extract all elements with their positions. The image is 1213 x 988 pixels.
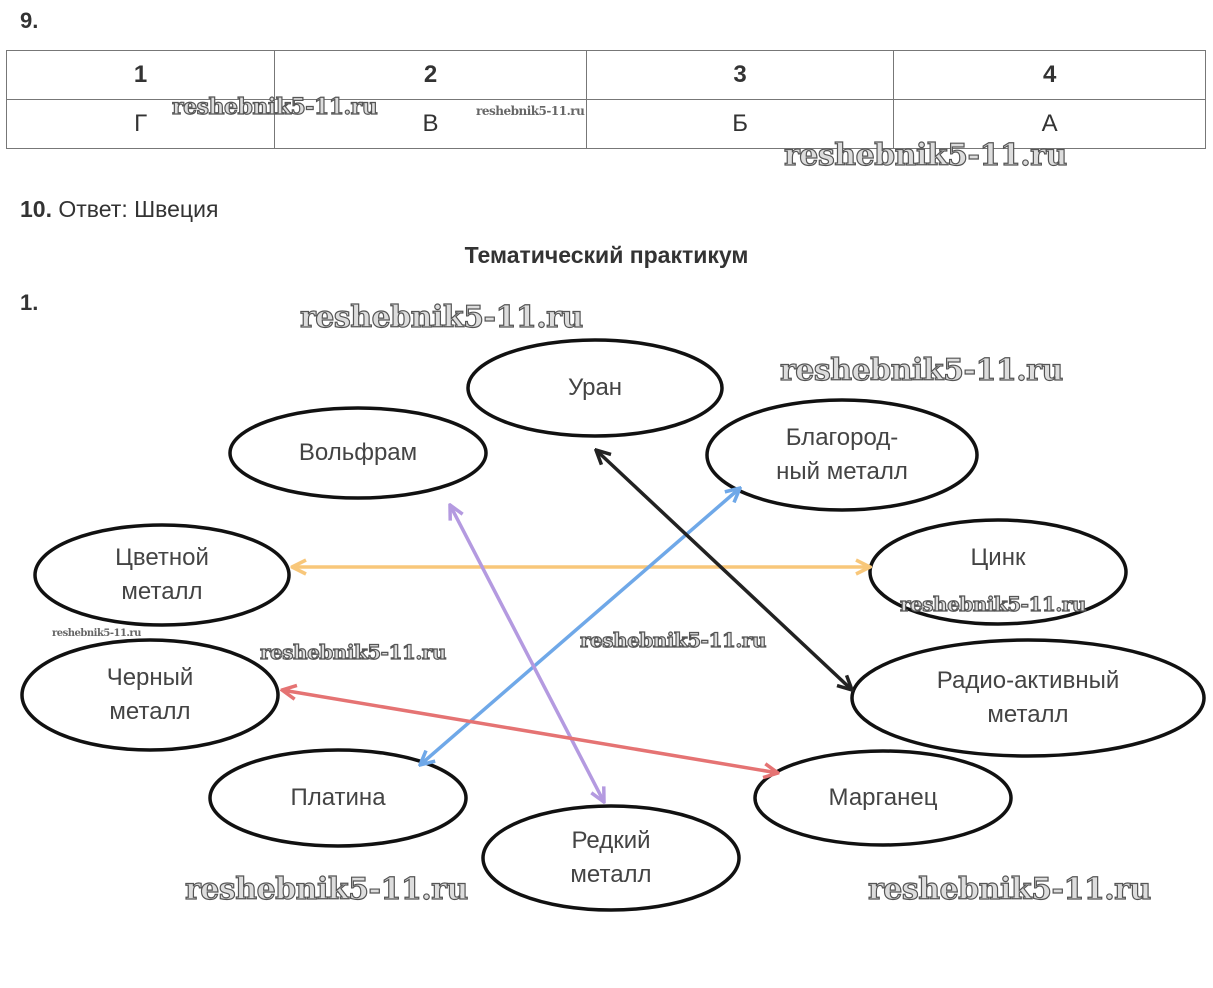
watermark: reshebnik5-11.ru bbox=[171, 93, 378, 120]
table-cell: В bbox=[274, 99, 587, 149]
watermark: reshebnik5-11.ru bbox=[259, 639, 447, 664]
section-title: Тематический практикум bbox=[464, 242, 749, 268]
node-blagorod-label: Благород-ный металл bbox=[776, 421, 908, 489]
node-label-line: Уран bbox=[567, 374, 623, 401]
node-label-line: Благород- bbox=[785, 424, 899, 451]
task-10-number: 10. bbox=[20, 196, 52, 222]
node-label-line: металл bbox=[570, 861, 652, 888]
table-header: 3 bbox=[585, 50, 895, 100]
link-uran-radio-arrow bbox=[596, 450, 852, 690]
link-cherny-marganets-arrow bbox=[282, 690, 778, 773]
node-label-line: Цинк bbox=[970, 544, 1026, 571]
table-header-row: 1 2 3 4 bbox=[5, 50, 1206, 100]
node-marganets-ellipse bbox=[753, 749, 1013, 847]
table-header: 4 bbox=[893, 50, 1206, 100]
node-volfram-ellipse bbox=[228, 406, 488, 500]
node-platina-label: Платина bbox=[290, 781, 385, 815]
watermark: reshebnik5-11.ru bbox=[299, 299, 583, 335]
node-radio-ellipse bbox=[850, 638, 1206, 758]
node-label-line: Платина bbox=[290, 784, 386, 811]
table-cell: Г bbox=[5, 99, 276, 149]
link-platina-blagorod-arrow bbox=[420, 488, 740, 765]
node-uran-label: Уран bbox=[568, 371, 622, 405]
task-10-answer: Ответ: Швеция bbox=[58, 196, 219, 222]
watermark: reshebnik5-11.ru bbox=[783, 137, 1067, 173]
table-cell: А bbox=[893, 99, 1206, 149]
node-uran-ellipse bbox=[466, 338, 724, 438]
node-redkiy-label: Редкий металл bbox=[570, 824, 651, 892]
node-label-line: металл bbox=[121, 578, 203, 605]
watermark: reshebnik5-11.ru bbox=[579, 627, 767, 652]
answer-table: 1 2 3 4 Г В Б А bbox=[5, 50, 1206, 149]
node-label-line: Цветной bbox=[115, 544, 209, 571]
task-1-number: 1. bbox=[20, 290, 39, 315]
task-9-number: 9. bbox=[20, 8, 39, 33]
node-label-line: Черный bbox=[106, 664, 194, 691]
node-tsink-label: Цинк bbox=[971, 541, 1026, 575]
watermark: reshebnik5-11.ru bbox=[476, 104, 585, 118]
node-redkiy-ellipse bbox=[481, 804, 741, 912]
table-header: 1 bbox=[5, 50, 276, 100]
table-row: Г В Б А bbox=[5, 99, 1206, 149]
node-tsvetnoy-ellipse bbox=[33, 523, 291, 627]
node-tsvetnoy-label: Цветной металл bbox=[115, 541, 209, 609]
node-label-line: Вольфрам bbox=[298, 439, 418, 466]
watermark: reshebnik5-11.ru bbox=[184, 871, 468, 907]
node-label-line: ный металл bbox=[776, 458, 908, 485]
watermark: reshebnik5-11.ru bbox=[867, 871, 1151, 907]
node-cherny-label: Черный металл bbox=[107, 661, 194, 729]
link-volfram-redkiy-arrow bbox=[450, 505, 604, 802]
node-label-line: Радио-активный bbox=[936, 667, 1120, 694]
node-volfram-label: Вольфрам bbox=[299, 436, 417, 470]
watermark: reshebnik5-11.ru bbox=[779, 352, 1063, 388]
node-marganets-label: Марганец bbox=[829, 781, 938, 815]
watermark: reshebnik5-11.ru bbox=[52, 628, 141, 639]
node-label-line: металл bbox=[109, 698, 191, 725]
node-radio-label: Радио-активный металл bbox=[937, 664, 1119, 732]
table-cell: Б bbox=[585, 99, 895, 149]
node-label-line: Редкий bbox=[571, 827, 651, 854]
node-label-line: Марганец bbox=[828, 784, 938, 811]
watermark: reshebnik5-11.ru bbox=[899, 591, 1087, 616]
node-cherny-ellipse bbox=[20, 638, 280, 752]
table-header: 2 bbox=[274, 50, 587, 100]
node-label-line: металл bbox=[987, 701, 1069, 728]
task-10: 10. Ответ: Швеция bbox=[20, 196, 218, 223]
